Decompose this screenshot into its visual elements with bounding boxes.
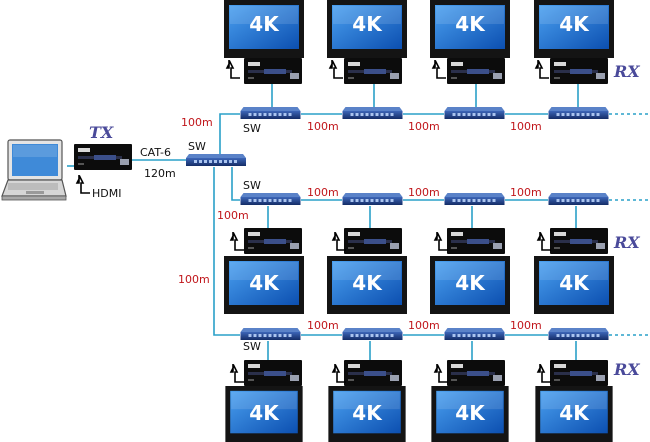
distance-100m: 100m (217, 209, 249, 222)
tv-4k-label: 4K (455, 12, 486, 36)
receiver-row-3: SW 100m 100m 100m RX 4K 4K 4K 4K (225, 319, 640, 442)
hdmi-cable-icon (434, 363, 449, 383)
rx-extender-icon (550, 360, 608, 386)
tv-4k-label: 4K (455, 271, 486, 295)
tv-4k-label: 4K (249, 12, 280, 36)
rx-extender-icon (447, 360, 505, 386)
distance-100m: 100m (408, 186, 440, 199)
rx-label: RX (613, 360, 640, 379)
row3-switch-label: SW (243, 340, 261, 353)
cable-length-120m: 120m (144, 167, 176, 180)
cables (67, 84, 648, 360)
network-switch-icon (342, 107, 403, 119)
rx-extender-icon (447, 228, 505, 254)
hdmi-cable-icon (537, 363, 552, 383)
tx-label: TX (89, 123, 114, 142)
tx-extender-icon (74, 144, 132, 170)
hdmi-cable-icon (226, 59, 241, 79)
tv-4k-label: 4K (249, 271, 280, 295)
network-switch-icon (444, 107, 505, 119)
network-switch-icon (186, 154, 246, 166)
distance-100m: 100m (510, 120, 542, 133)
hdmi-cable-icon (434, 231, 449, 251)
row1-switch-label: SW (243, 122, 261, 135)
rx-extender-icon (244, 228, 302, 254)
rx-extender-icon (344, 228, 402, 254)
hdmi-cable-icon (537, 231, 552, 251)
rx-extender-icon (550, 228, 608, 254)
hdmi-label: HDMI (92, 187, 121, 200)
network-switch-icon (342, 193, 403, 205)
network-switch-icon (240, 193, 301, 205)
distance-100m: 100m (408, 120, 440, 133)
network-switch-icon (342, 328, 403, 340)
rx-extender-icon (344, 360, 402, 386)
network-switch-icon (548, 328, 609, 340)
distance-100m: 100m (408, 319, 440, 332)
tv-4k-label: 4K (352, 12, 383, 36)
hdmi-cable-icon (432, 59, 447, 79)
network-switch-icon (444, 328, 505, 340)
tv-4k-label: 4K (352, 401, 383, 425)
switch-to-row2-cable (231, 167, 240, 201)
distance-100m: 100m (510, 186, 542, 199)
rx-extender-icon (550, 58, 608, 84)
distance-100m: 100m (307, 186, 339, 199)
receiver-row-1: 4K 4K 4K 4K SW 100m 100m 100m RX (224, 0, 640, 135)
tv-4k-label: 4K (559, 401, 590, 425)
rx-extender-icon (344, 58, 402, 84)
cat6-label: CAT-6 (140, 146, 171, 159)
rx-extender-icon (244, 360, 302, 386)
row2-switch-label: SW (243, 179, 261, 192)
network-switch-icon (548, 193, 609, 205)
distance-100m: 100m (307, 319, 339, 332)
hdmi-cable-icon (535, 59, 550, 79)
rx-extender-icon (447, 58, 505, 84)
tv-4k-label: 4K (559, 12, 590, 36)
rx-extender-icon (244, 58, 302, 84)
switch-to-row1-cable (219, 113, 240, 154)
distance-100m: 100m (178, 273, 210, 286)
hdmi-cable-icon (230, 363, 245, 383)
rx-label: RX (613, 233, 640, 252)
network-switch-icon (548, 107, 609, 119)
main-switch-label: SW (188, 140, 206, 153)
laptop-icon (1, 139, 67, 201)
switch-to-row3-cable (213, 167, 240, 336)
network-switch-icon (444, 193, 505, 205)
hdmi-cable-icon (76, 174, 91, 194)
tv-4k-label: 4K (455, 401, 486, 425)
network-switch-icon (240, 328, 301, 340)
tv-4k-label: 4K (249, 401, 280, 425)
network-switch-icon (240, 107, 301, 119)
distance-100m: 100m (307, 120, 339, 133)
distance-100m: 100m (510, 319, 542, 332)
distance-100m: 100m (181, 116, 213, 129)
rx-label: RX (613, 62, 640, 81)
receiver-row-2: SW 100m 100m 100m RX 4K 4K 4K 4K (224, 179, 640, 314)
hdmi-cable-icon (329, 59, 344, 79)
hdmi-cable-icon (230, 231, 245, 251)
tv-4k-label: 4K (559, 271, 590, 295)
tv-4k-label: 4K (352, 271, 383, 295)
